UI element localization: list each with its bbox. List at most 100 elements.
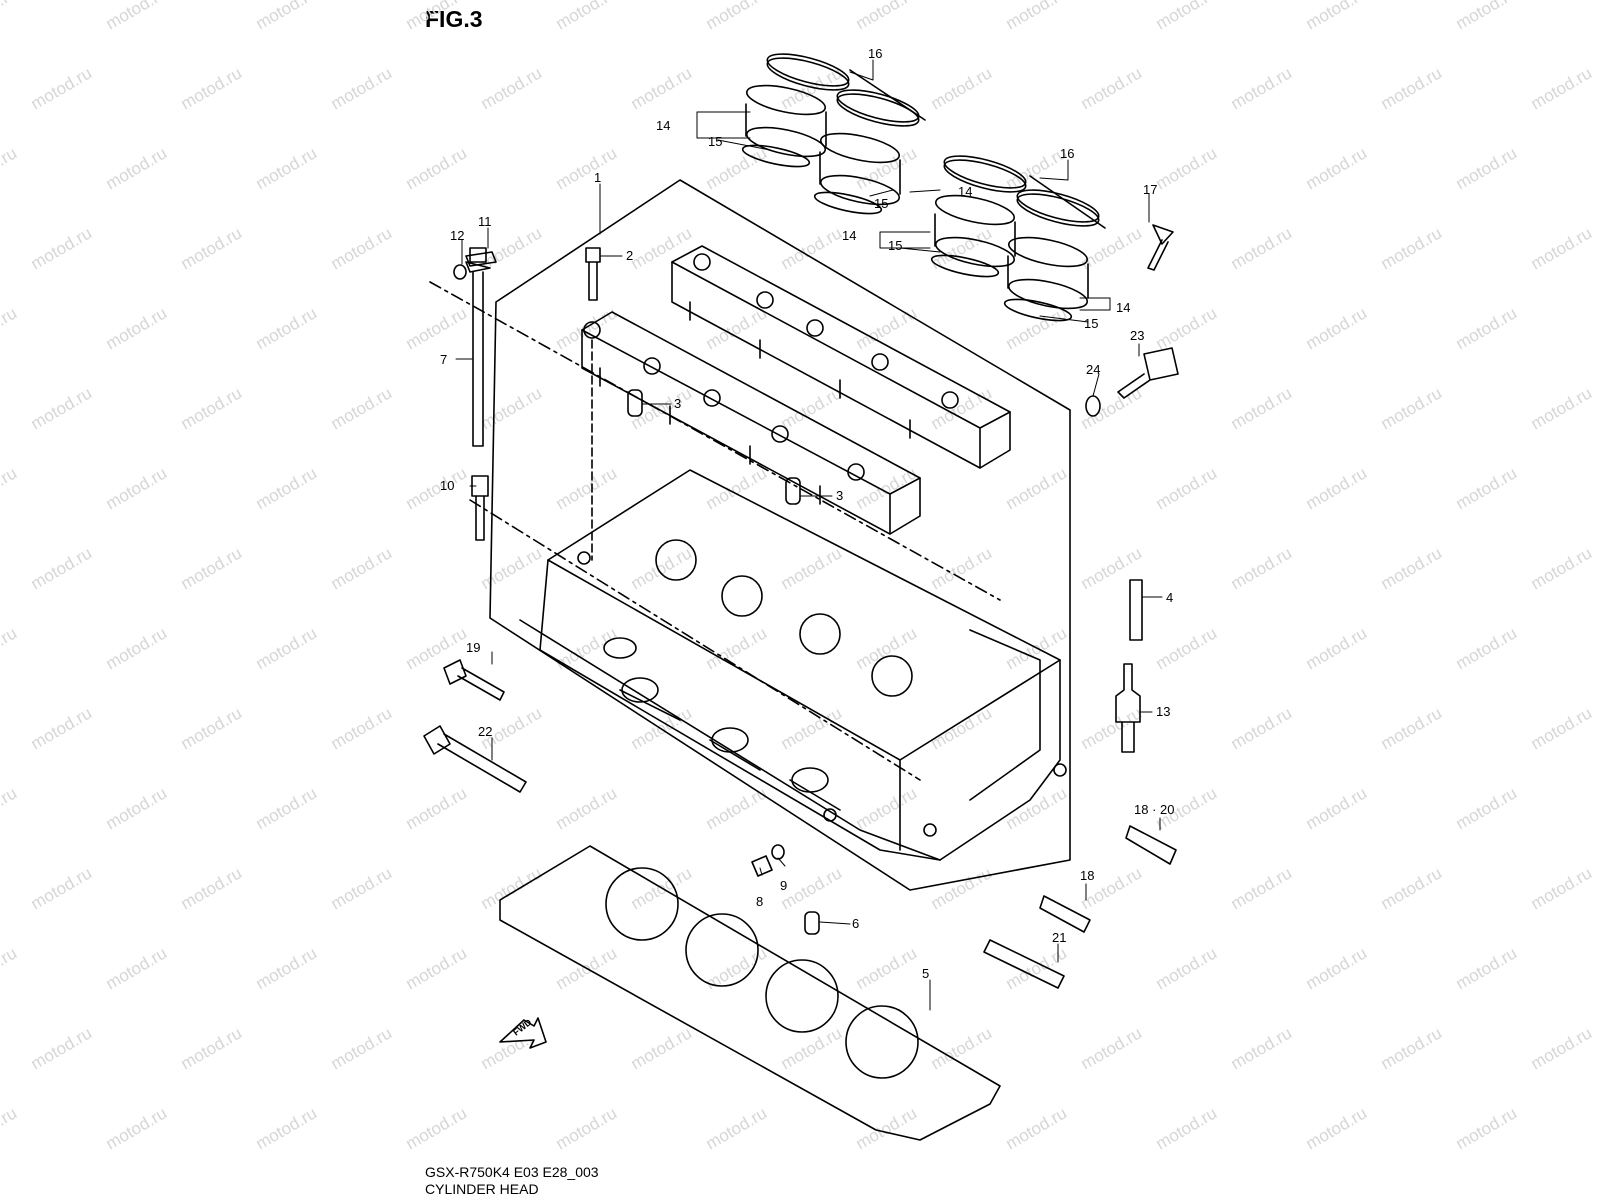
watermark-text: motod.ru [0,0,20,33]
watermark-text: motod.ru [1378,383,1446,433]
watermark-text: motod.ru [328,1023,396,1073]
watermark-text: motod.ru [0,623,20,673]
dowel-3-lower [785,477,801,505]
watermark-text: motod.ru [928,63,996,113]
watermark-text: motod.ru [1228,703,1296,753]
watermark-text: motod.ru [103,943,171,993]
watermark-text: motod.ru [1378,1023,1446,1073]
watermark-text: motod.ru [103,143,171,193]
callout-label: 10 [440,478,454,493]
camshaft-holder-upper [671,245,1011,469]
washer-9 [771,844,785,860]
watermark-text: motod.ru [328,63,396,113]
watermark-text: motod.ru [328,703,396,753]
callout-label: 22 [478,724,492,739]
callout-label: 16 [868,46,882,61]
watermark-text: motod.ru [253,1103,321,1153]
watermark-text: motod.ru [628,383,696,433]
callout-label: 14 [1116,300,1130,315]
callout-label: 2 [626,248,633,263]
watermark-text: motod.ru [553,463,621,513]
screw-17 [1147,224,1174,271]
callout-label: 6 [852,916,859,931]
dowel-6 [804,911,820,935]
watermark-text: motod.ru [103,0,171,33]
bolt-8 [751,855,773,877]
watermark-text: motod.ru [103,623,171,673]
watermark-text: motod.ru [28,703,96,753]
fwd-arrow-icon [499,1017,547,1049]
watermark-text: motod.ru [478,863,546,913]
watermark-text: motod.ru [0,303,20,353]
watermark-text: motod.ru [703,1103,771,1153]
watermark-text: motod.ru [853,1103,921,1153]
callout-label: 3 [674,396,681,411]
callout-label: 4 [1166,590,1173,605]
watermark-text: motod.ru [928,1023,996,1073]
watermark-text: motod.ru [1378,543,1446,593]
bolt-10 [471,475,489,541]
intake-pipe-2 [813,132,901,215]
watermark-text: motod.ru [703,623,771,673]
watermark-text: motod.ru [1153,303,1221,353]
watermark-text: motod.ru [478,63,546,113]
callout-label: 11 [478,214,492,229]
watermark-text: motod.ru [778,543,846,593]
callout-label: 18 · 20 [1134,802,1174,817]
watermark-text: motod.ru [253,623,321,673]
cylinder-head-body [519,469,1067,861]
watermark-text: motod.ru [1303,623,1371,673]
watermark-text: motod.ru [328,223,396,273]
callout-label: 7 [440,352,447,367]
watermark-text: motod.ru [778,223,846,273]
watermark-text: motod.ru [478,383,546,433]
watermark-text: motod.ru [253,143,321,193]
watermark-text: motod.ru [328,863,396,913]
bolt-18 [1039,895,1091,933]
watermark-text: motod.ru [1303,943,1371,993]
sensor-23 [1117,347,1179,399]
washer-12 [453,264,467,280]
watermark-text: motod.ru [28,383,96,433]
watermark-text: motod.ru [178,383,246,433]
watermark-text: motod.ru [628,543,696,593]
watermark-text: motod.ru [778,863,846,913]
bolt-2 [585,247,601,301]
watermark-text: motod.ru [403,623,471,673]
watermark-text: motod.ru [1378,703,1446,753]
watermark-text: motod.ru [178,63,246,113]
figure-title: FIG.3 [425,6,483,32]
watermark-text: motod.ru [1528,1023,1596,1073]
watermark-text: motod.ru [1003,0,1071,33]
camshaft-holder-lower [581,311,921,561]
callout-label: 14 [958,184,972,199]
watermark-text: motod.ru [1228,223,1296,273]
watermark-text: motod.ru [253,783,321,833]
watermark-text: motod.ru [778,383,846,433]
watermark-text: motod.ru [1378,63,1446,113]
watermark-text: motod.ru [628,63,696,113]
watermark-text: motod.ru [1453,143,1521,193]
watermark-text: motod.ru [403,143,471,193]
watermark-text: motod.ru [1528,383,1596,433]
watermark-text: motod.ru [253,463,321,513]
bolt-18-20 [1125,825,1177,865]
watermark-text: motod.ru [0,143,20,193]
watermark-text: motod.ru [703,143,771,193]
watermark-text: motod.ru [1153,143,1221,193]
watermark-text: motod.ru [1528,543,1596,593]
seal-16-lower [943,155,1106,229]
callout-label: 14 [656,118,670,133]
watermark-text: motod.ru [1153,0,1221,33]
watermark-text: motod.ru [553,1103,621,1153]
intake-pipe-3 [930,194,1016,278]
watermark-text: motod.ru [103,303,171,353]
watermark-text: motod.ru [778,703,846,753]
watermark-text: motod.ru [1153,943,1221,993]
watermark-text: motod.ru [403,1103,471,1153]
watermark-text: motod.ru [1528,703,1596,753]
watermark-text: motod.ru [328,383,396,433]
watermark-text: motod.ru [253,0,321,33]
watermark-text: motod.ru [1378,863,1446,913]
